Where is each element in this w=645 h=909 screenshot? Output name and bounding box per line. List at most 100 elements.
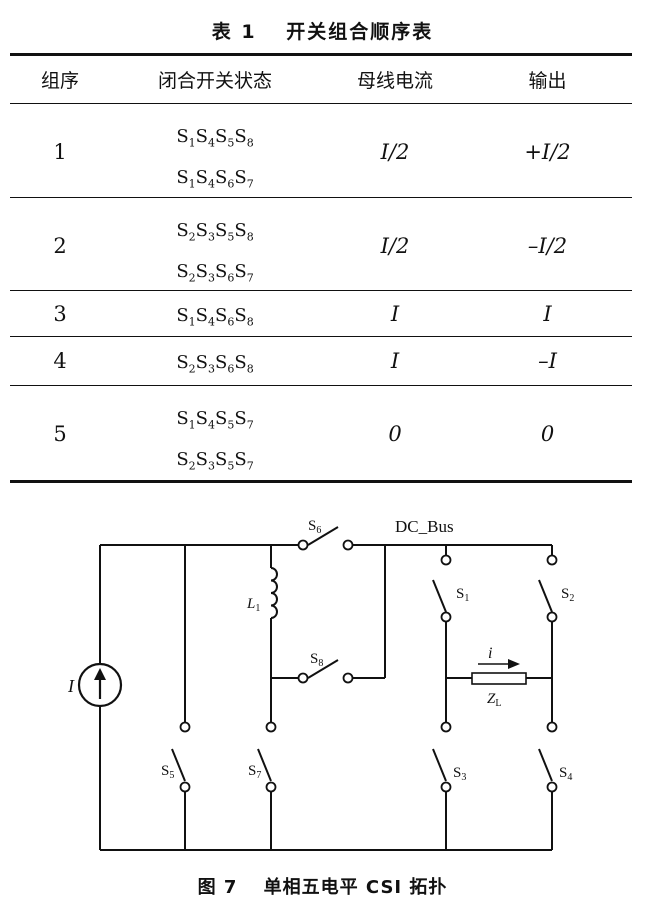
header-rule (10, 103, 632, 105)
switch-index: 6 (227, 315, 235, 329)
switch-index: 6 (227, 177, 235, 191)
switch-index: 4 (208, 418, 215, 432)
current-label: i (488, 645, 492, 662)
row-separator (10, 197, 632, 199)
row-bus-current: 0 (388, 422, 402, 446)
switch-letter: S (215, 220, 228, 241)
row-output: I (543, 302, 552, 326)
switch-letter: S (234, 352, 247, 373)
switch-letter: S (176, 220, 189, 241)
switch-index: 7 (246, 459, 254, 473)
switch-index: 7 (246, 271, 254, 285)
switch-s1-label: S1 (456, 586, 469, 604)
switch-index: 8 (246, 362, 254, 376)
switch-combination: S1S4S6S7 (130, 161, 300, 202)
row-output: –I (538, 349, 557, 373)
switch-index: 8 (246, 230, 254, 244)
switch-combination: S1S4S5S7 (130, 402, 300, 443)
table-caption: 表 1 开关组合顺序表 (211, 21, 434, 43)
switch-index: 5 (227, 459, 235, 473)
switch-letter: S (195, 448, 208, 470)
switch-letter: S (176, 166, 189, 188)
switch-s7-label: S7 (248, 763, 261, 781)
inductor-label: L1 (246, 596, 260, 614)
switch-letter: S (176, 448, 189, 470)
header-output: 输出 (528, 70, 567, 92)
load-label: ZL (487, 691, 501, 709)
switch-letter: S (215, 166, 228, 188)
switch-letter: S (234, 305, 247, 326)
switch-index: 3 (208, 459, 215, 473)
header-switch-state: 闭合开关状态 (157, 70, 272, 92)
switch-index: 5 (227, 136, 235, 150)
switch-letter: S (176, 352, 189, 373)
switch-combination: S2S3S5S7 (130, 443, 300, 484)
switch-index: 2 (188, 459, 196, 473)
row-separator (10, 385, 632, 387)
switch-letter: S (195, 260, 208, 282)
switch-index: 4 (208, 136, 215, 150)
row-separator (10, 336, 632, 338)
row-separator (10, 290, 632, 292)
switch-index: 2 (188, 230, 196, 244)
row-bus-current: I/2 (380, 140, 410, 164)
switch-combination: S2S3S6S7 (130, 255, 300, 296)
switch-letter: S (234, 448, 247, 470)
switch-index: 3 (208, 271, 215, 285)
switch-index: 8 (246, 315, 254, 329)
row-bus-current: I/2 (380, 234, 410, 258)
figure-caption: 图 7 单相五电平 CSI 拓扑 (197, 877, 448, 898)
table-bottom-rule (10, 480, 632, 483)
row-bus-current: I (390, 349, 400, 373)
current-source-icon (77, 662, 123, 708)
switch-letter: S (195, 126, 208, 147)
switch-s8-label: S8 (310, 651, 323, 669)
switch-s5-label: S5 (161, 763, 174, 781)
switch-letter: S (195, 352, 208, 373)
switch-letter: S (176, 408, 189, 429)
switch-letter: S (195, 408, 208, 429)
switch-combination: S2S3S6S8 (130, 346, 300, 387)
switch-index: 3 (208, 362, 215, 376)
switch-index: 5 (227, 230, 235, 244)
row-switch-state: S1S4S6S8 (130, 299, 300, 340)
row-switch-state: S2S3S6S8 (130, 346, 300, 387)
source-label: I (67, 676, 75, 696)
switch-index: 7 (246, 177, 254, 191)
switch-combination: S2S3S5S8 (130, 214, 300, 255)
row-group: 5 (53, 422, 67, 446)
switch-combination: S1S4S5S8 (130, 120, 300, 161)
switch-index: 2 (188, 362, 196, 376)
switch-letter: S (176, 126, 189, 147)
header-group: 组序 (40, 70, 79, 92)
switch-letter: S (215, 408, 228, 429)
row-group: 2 (53, 234, 67, 258)
switch-letter: S (176, 260, 189, 282)
switch-index: 1 (188, 136, 196, 150)
table-top-rule (10, 53, 632, 56)
switch-index: 1 (188, 418, 196, 432)
current-arrow-icon (478, 659, 520, 669)
switch-letter: S (215, 260, 228, 282)
switch-index: 6 (227, 271, 235, 285)
row-output: +I/2 (524, 140, 571, 164)
switch-index: 2 (188, 271, 196, 285)
switch-index: 4 (208, 177, 215, 191)
switch-index: 6 (227, 362, 235, 376)
switch-index: 5 (227, 418, 235, 432)
switch-letter: S (215, 352, 228, 373)
switch-letter: S (195, 166, 208, 188)
switch-letter: S (215, 126, 228, 147)
switch-index: 8 (246, 136, 254, 150)
switch-index: 7 (246, 418, 254, 432)
row-group: 1 (53, 140, 67, 164)
header-bus-current: 母线电流 (356, 70, 433, 92)
switch-s2-label: S2 (561, 586, 574, 604)
switch-letter: S (176, 305, 189, 326)
switch-index: 3 (208, 230, 215, 244)
switch-letter: S (234, 220, 247, 241)
switch-letter: S (195, 220, 208, 241)
